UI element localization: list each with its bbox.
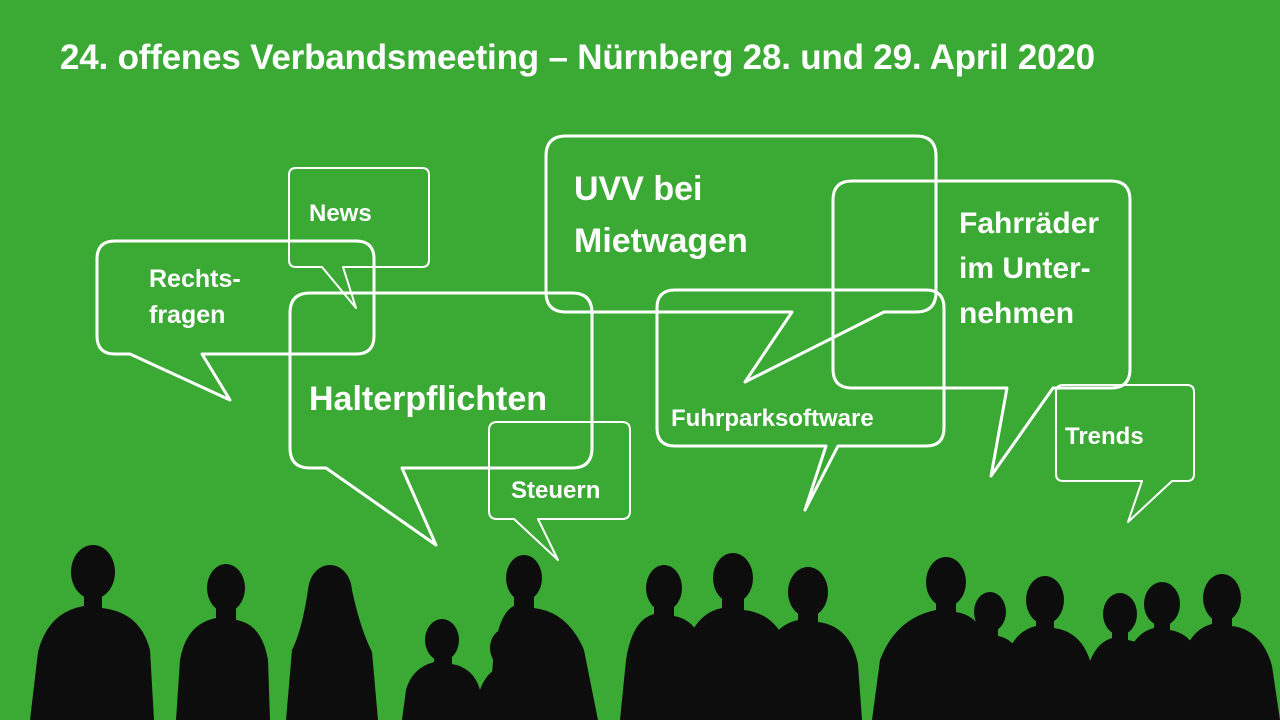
bubble-uvv [544, 134, 938, 384]
bubble-fahrraeder-label-3: nehmen [959, 297, 1075, 330]
bubble-fuhrparksoftware-label: Fuhrparksoftware [671, 405, 874, 432]
person-silhouette [1000, 576, 1096, 720]
bubble-news-label: News [309, 200, 372, 227]
bubble-uvv-label-1: UVV bei [574, 170, 703, 208]
bubble-fuhrparksoftware [655, 288, 946, 512]
bubble-trends [1055, 384, 1195, 523]
bubble-rechtsfragen [95, 239, 376, 402]
bubble-uvv-label-2: Mietwagen [574, 222, 748, 260]
person-silhouette [758, 567, 862, 720]
bubble-fahrraeder [831, 179, 1132, 478]
person-silhouette [1176, 574, 1280, 720]
bubble-news [288, 167, 430, 309]
bubble-halterpflichten-label: Halterpflichten [309, 380, 548, 418]
bubble-trends-label: Trends [1065, 423, 1144, 450]
bubble-rechtsfragen-label-2: fragen [149, 301, 226, 329]
bubble-halterpflichten [288, 291, 594, 547]
person-silhouette [176, 564, 270, 720]
person-silhouette [286, 565, 378, 720]
person-silhouette [488, 555, 598, 720]
person-silhouette [402, 619, 482, 720]
bubble-steuern [488, 421, 631, 561]
bubble-steuern-label: Steuern [511, 477, 601, 504]
bubble-fahrraeder-label-1: Fahrräder [959, 207, 1100, 240]
bubble-fahrraeder-label-2: im Unter- [959, 252, 1091, 285]
bubble-rechtsfragen-label-1: Rechts- [149, 265, 241, 293]
person-silhouette [30, 545, 154, 720]
slide-title: 24. offenes Verbandsmeeting – Nürnberg 2… [60, 38, 1095, 77]
